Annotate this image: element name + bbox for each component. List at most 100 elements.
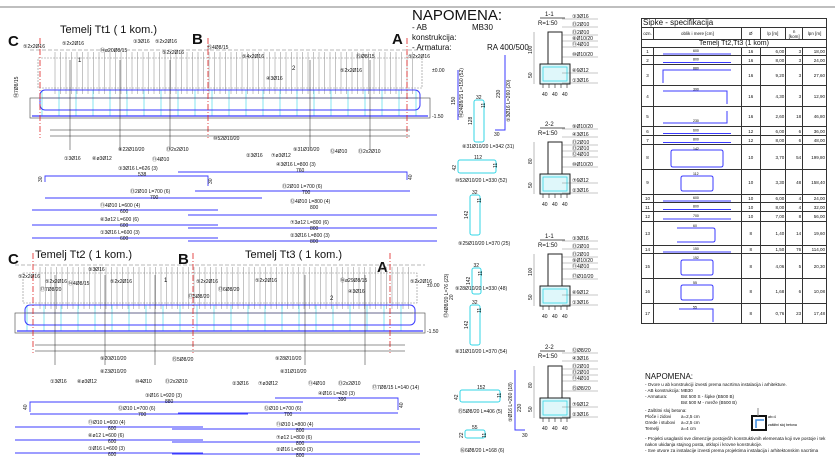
note-key: - Armatura: [645, 394, 668, 399]
bar-length: 6,00 [759, 126, 787, 136]
note-key: - AB konstrukcija: [645, 388, 680, 393]
bar-length: 600 [120, 236, 129, 242]
stirrup-label: ⑨25Ø10/20 L=370 (25) [458, 241, 510, 247]
bar-shape-icon: 60 [677, 224, 716, 242]
section-rebar-label: ③3Ø16 [572, 236, 589, 242]
bar-length: 3,30 [759, 169, 787, 195]
rebar-label: ⑦ø3Ø12 [258, 381, 278, 387]
row-number: 10 [641, 194, 654, 203]
section-width: 40 [542, 426, 548, 432]
shape-dimension: 55 [693, 305, 697, 309]
stirrup-shape [469, 194, 481, 236]
section-rebar-label: ⑬2Ø10 [572, 29, 589, 36]
elevation-bottom: -1.50 [432, 114, 444, 120]
shape-dimension: 800 [693, 137, 699, 141]
row-number: 3 [641, 64, 654, 86]
section-rebar-label: ⑬2Ø10 [572, 369, 589, 376]
bar-length: 150 [451, 96, 457, 105]
stirrup-hook: 11 [477, 308, 483, 313]
section-web [547, 31, 563, 65]
total-length: 27,60 [802, 64, 827, 86]
bar-shape: 60 [652, 221, 742, 246]
total-length: 19,60 [802, 221, 827, 246]
hook-length: 40 [23, 404, 29, 410]
axis-label-c: C [8, 251, 19, 268]
row-number: 9 [641, 169, 654, 195]
section-stirrup [542, 288, 568, 304]
section-width: 40 [542, 92, 548, 98]
diameter: 16 [740, 47, 761, 56]
bar-length: 700 [150, 195, 159, 201]
section-width: 40 [562, 202, 568, 208]
bar-label: ⑦ø12 L=800 (6) [276, 435, 312, 441]
bar-label: ⑬2Ø10 L=700 (6) [282, 183, 322, 190]
section-rebar-label: ④3Ø16 [572, 132, 589, 138]
rebar-label: ③3Ø16 [133, 39, 150, 45]
bar-count: 3 [785, 55, 804, 65]
row-number: 2 [641, 55, 654, 65]
note-item: - Sve otvore za instalacije izvesti prem… [645, 448, 819, 453]
bar-label: ①Ø16 L=600 (3) [88, 446, 125, 452]
bar-count: 14 [785, 221, 804, 246]
section-width: 40 [562, 314, 568, 320]
section-stirrup [542, 400, 568, 416]
stirrup-hook: 11 [477, 198, 483, 203]
diameter: 16 [740, 64, 761, 86]
bar-length: 8,00 [759, 135, 787, 145]
section-scale: R=1:50 [538, 243, 558, 249]
total-length: 48,00 [802, 135, 827, 145]
bar-length: 0,76 [759, 303, 787, 324]
bar-count: 4 [785, 202, 804, 212]
rebar-label: ⑫4Ø10 [330, 148, 347, 155]
rebar-label: ⑩52Ø10/20 [213, 136, 240, 142]
stirrup-label: ⑧31Ø10/20 L=342 (31) [462, 144, 514, 150]
beam-outline [22, 272, 418, 304]
axis-label-b: B [178, 251, 189, 268]
bar-shape: 112 [652, 169, 742, 195]
axis-label-c: C [8, 33, 19, 50]
stirrup-label: ⑩52Ø10/20 L=330 (52) [455, 178, 507, 184]
bar-shape-icon: 55 [679, 305, 714, 322]
section-cut-marker: 2 [330, 296, 334, 302]
stirrup-hook: 11 [478, 271, 484, 276]
panel-tt2-tt3: Temelj Tt2 ( 1 kom.) Temelj Tt3 ( 1 kom.… [8, 249, 440, 457]
section-rebar-label: ②3Ø16 [572, 188, 589, 194]
section-rebar-label: ⑪4Ø10 [572, 375, 589, 382]
shape-dimension: 800 [693, 204, 699, 208]
hook-length: 40 [408, 174, 414, 180]
bar-label: ⑥3ø12 L=600 (6) [100, 217, 139, 223]
row-number: 13 [641, 221, 654, 246]
bar-length: 880 [165, 399, 174, 405]
cover-key: Ploče i zidovi [645, 414, 672, 419]
bar-length: 6,00 [759, 47, 787, 56]
row-number: 1 [641, 47, 654, 56]
detail-label: ab=4 [768, 415, 776, 419]
bar-shape: 800 [652, 202, 742, 212]
bar-length: 538 [138, 172, 147, 178]
total-length: 199,80 [802, 144, 827, 170]
stirrup-height: 142 [464, 320, 470, 329]
bar-label: ⑥ø12 L=600 (6) [88, 433, 124, 439]
section-width: 40 [552, 202, 558, 208]
bar-count: 6 [785, 278, 804, 304]
section-cut-marker: 1 [164, 278, 168, 284]
column-header: lp [m] [759, 27, 787, 40]
notes-title: NAPOMENA: [645, 372, 694, 381]
panel-tt1: Temelj Tt1 ( 1 kom.) C B A ±0.00-1.5012⑤… [8, 24, 445, 245]
total-length: 12,90 [802, 85, 827, 107]
bar-length: 2,60 [759, 106, 787, 127]
rebar-label: ⑭ø29Ø8/15 [340, 277, 367, 284]
elevation-top: ±0.00 [432, 68, 445, 74]
shape-dimension: 112 [693, 172, 699, 176]
section-rebar-label: ③3Ø16 [572, 14, 589, 20]
row-number: 7 [641, 135, 654, 145]
row-number: 5 [641, 106, 654, 127]
bar-count: 54 [785, 144, 804, 170]
stirrup-width: 32 [476, 95, 482, 101]
